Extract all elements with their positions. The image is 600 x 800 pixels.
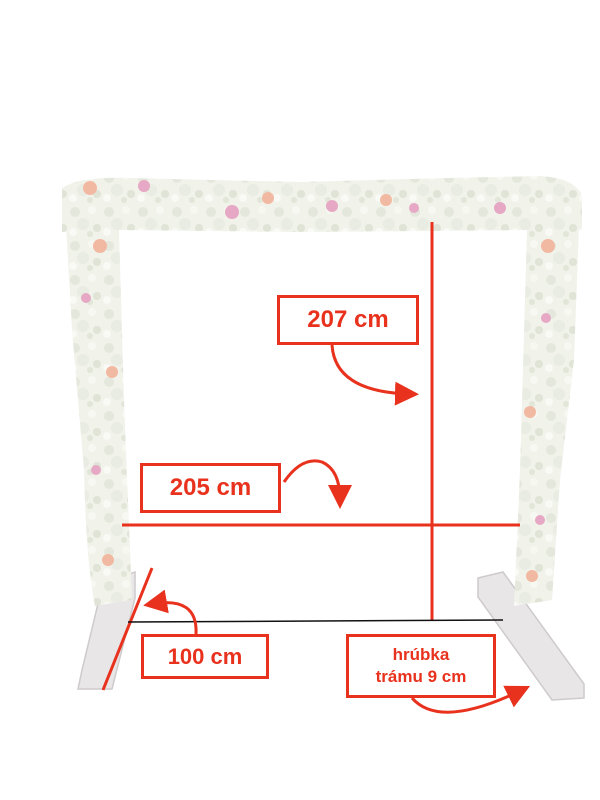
depth-arrow (143, 589, 198, 635)
measurement-lines (101, 222, 520, 691)
width-arrow (282, 459, 352, 509)
right-foot (477, 571, 585, 701)
pointer-arrows (143, 344, 531, 714)
arch-right-post (514, 191, 580, 607)
width-label: 205 cm (140, 463, 281, 513)
height-label: 207 cm (277, 295, 419, 345)
beam-thickness-label: hrúbka trámu 9 cm (346, 634, 496, 698)
depth-label-text: 100 cm (167, 643, 243, 669)
width-label-text: 205 cm (169, 474, 252, 501)
arch-left-post (64, 187, 132, 606)
arch-top-beam (62, 176, 582, 232)
height-label-text: 207 cm (307, 306, 389, 333)
floor-line (127, 619, 504, 623)
depth-label: 100 cm (141, 634, 269, 679)
beam-thickness-line2: trámu 9 cm (375, 667, 467, 686)
flower-arch-frame (62, 176, 582, 607)
height-arrow (330, 344, 419, 406)
flower-accents (81, 180, 555, 582)
depth-line (101, 567, 154, 691)
thickness-arrow (410, 685, 531, 714)
beam-thickness-line1: hrúbka (392, 645, 450, 664)
